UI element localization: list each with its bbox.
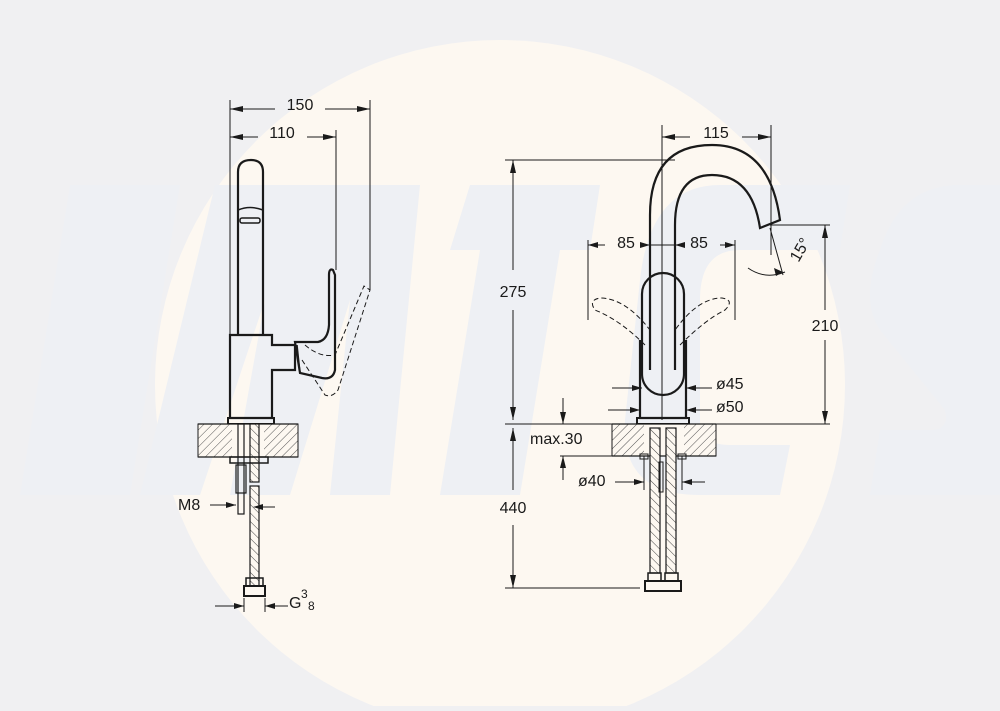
dim-hose-length: 440	[500, 500, 527, 517]
dim-body-diameter-base: ø50	[716, 399, 744, 416]
dim-spout-width: 110	[269, 125, 295, 142]
front-view	[505, 125, 830, 592]
dim-spout-reach: 115	[703, 125, 729, 142]
dim-max-thickness: max.30	[530, 431, 583, 448]
side-view	[197, 100, 371, 612]
dim-lever-right: 85	[690, 235, 708, 252]
watermark	[20, 40, 1000, 711]
dim-connection-main: G	[289, 595, 301, 612]
dim-thread: M8	[178, 497, 200, 514]
dim-body-diameter-upper: ø45	[716, 376, 744, 393]
dim-outlet-height: 210	[812, 318, 839, 335]
dim-hole-diameter: ø40	[578, 473, 606, 490]
dim-connection-den: 8	[308, 599, 315, 613]
dim-total-height: 275	[500, 284, 527, 301]
dim-connection-num: 3	[301, 587, 308, 601]
dim-lever-left: 85	[617, 235, 635, 252]
side-view-labels: 150 110 M8 G 3 8	[178, 97, 315, 613]
dim-total-width: 150	[287, 97, 314, 114]
